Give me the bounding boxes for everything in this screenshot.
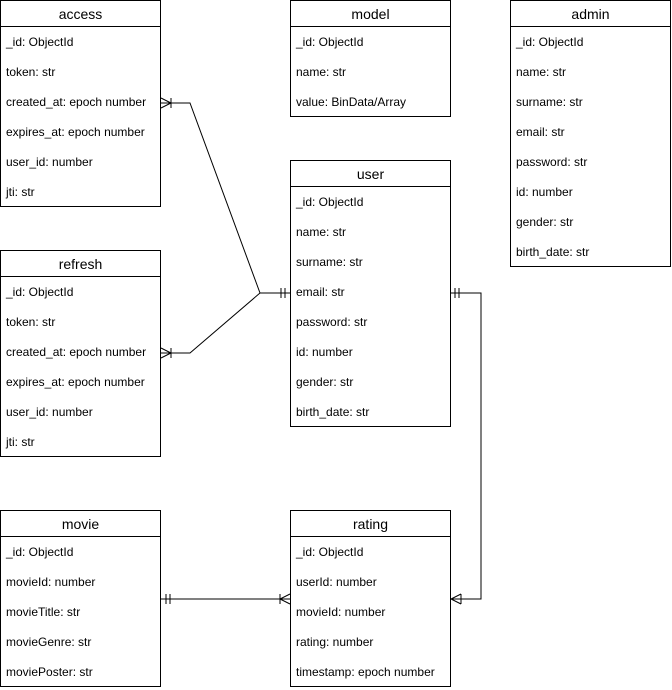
one-mark-user-right <box>454 288 460 298</box>
entity-field: _id: ObjectId <box>6 285 74 299</box>
entity-field: userId: number <box>296 575 377 589</box>
entity-field: _id: ObjectId <box>6 35 74 49</box>
entity-field: password: str <box>516 155 588 169</box>
entity-field: name: str <box>516 65 567 79</box>
crowfoot-many-access <box>160 97 173 109</box>
entity-field: created_at: epoch number <box>6 95 147 109</box>
entity-field: rating: number <box>296 635 374 649</box>
entity-refresh[interactable]: refresh _id: ObjectId token: str created… <box>0 250 161 457</box>
entity-field: user_id: number <box>6 405 93 419</box>
entity-field: movieTitle: str <box>6 605 81 619</box>
entity-title: admin <box>511 1 670 27</box>
entity-title: user <box>291 161 450 187</box>
relationship-refresh-user <box>161 292 261 354</box>
entity-field: jti: str <box>6 185 35 199</box>
entity-field: moviePoster: str <box>6 665 93 679</box>
entity-field: _id: ObjectId <box>296 35 364 49</box>
entity-access[interactable]: access _id: ObjectId token: str created_… <box>0 0 161 207</box>
crowfoot-many-rating-left <box>278 593 291 605</box>
entity-field: _id: ObjectId <box>516 35 584 49</box>
relationship-user-rating <box>451 292 482 600</box>
entity-field: id: number <box>296 345 353 359</box>
entity-field: token: str <box>6 65 56 79</box>
entity-field: timestamp: epoch number <box>296 665 435 679</box>
entity-title: movie <box>1 511 160 537</box>
entity-movie[interactable]: movie _id: ObjectId movieId: number movi… <box>0 510 161 687</box>
entity-field: email: str <box>296 285 345 299</box>
relationship-access-user <box>161 102 290 294</box>
entity-model[interactable]: model _id: ObjectId name: str value: Bin… <box>290 0 451 117</box>
entity-field: created_at: epoch number <box>6 345 147 359</box>
crowfoot-many-rating-right <box>449 593 462 605</box>
entity-title: access <box>1 1 160 27</box>
entity-field: expires_at: epoch number <box>6 375 145 389</box>
entity-field: gender: str <box>296 375 354 389</box>
entity-title: rating <box>291 511 450 537</box>
one-mark-movie <box>165 594 171 604</box>
entity-field: token: str <box>6 315 56 329</box>
entity-field: id: number <box>516 185 573 199</box>
entity-field: jti: str <box>6 435 35 449</box>
entity-field: password: str <box>296 315 368 329</box>
entity-field: gender: str <box>516 215 574 229</box>
entity-field: name: str <box>296 225 347 239</box>
entity-title: model <box>291 1 450 27</box>
entity-field: movieId: number <box>296 605 386 619</box>
entity-field: movieId: number <box>6 575 96 589</box>
entity-rating[interactable]: rating _id: ObjectId userId: number movi… <box>290 510 451 687</box>
entity-field: surname: str <box>516 95 583 109</box>
entity-field: user_id: number <box>6 155 93 169</box>
crowfoot-many-refresh <box>160 347 173 359</box>
entity-field: _id: ObjectId <box>6 545 74 559</box>
entity-field: email: str <box>516 125 565 139</box>
entity-field: birth_date: str <box>516 245 590 259</box>
entity-field: _id: ObjectId <box>296 545 364 559</box>
entity-field: value: BinData/Array <box>296 95 407 109</box>
entity-field: surname: str <box>296 255 363 269</box>
entity-field: expires_at: epoch number <box>6 125 145 139</box>
entity-title: refresh <box>1 251 160 277</box>
entity-admin[interactable]: admin _id: ObjectId name: str surname: s… <box>510 0 671 267</box>
entity-field: movieGenre: str <box>6 635 92 649</box>
entity-field: name: str <box>296 65 347 79</box>
one-mark-user-left <box>280 288 286 298</box>
entity-user[interactable]: user _id: ObjectId name: str surname: st… <box>290 160 451 427</box>
entity-field: _id: ObjectId <box>296 195 364 209</box>
entity-field: birth_date: str <box>296 405 370 419</box>
